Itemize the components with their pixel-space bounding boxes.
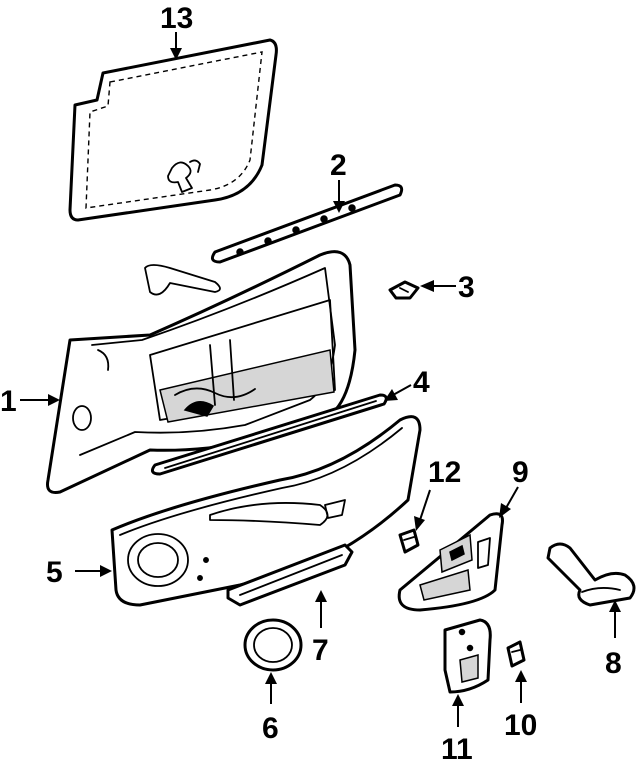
callout-1: 1 bbox=[0, 385, 17, 418]
part-11-bracket bbox=[443, 618, 492, 694]
callout-8: 8 bbox=[605, 647, 622, 680]
callout-10: 10 bbox=[504, 709, 537, 742]
part-2-belt-molding bbox=[210, 183, 404, 264]
callout-12: 12 bbox=[428, 456, 461, 489]
callout-13: 13 bbox=[160, 2, 193, 35]
part-13-water-deflector bbox=[68, 38, 278, 222]
callout-11: 11 bbox=[441, 733, 473, 762]
part-4-seal-strip bbox=[150, 393, 388, 476]
callout-6: 6 bbox=[262, 712, 279, 745]
part-9-switch-bezel bbox=[397, 512, 504, 612]
part-3-clip bbox=[388, 280, 420, 300]
part-5-lower-trim-panel bbox=[110, 415, 422, 607]
leader-lines bbox=[20, 32, 621, 727]
callout-5: 5 bbox=[46, 556, 63, 589]
part-12-insert bbox=[398, 528, 420, 554]
part-10-clip bbox=[506, 640, 526, 668]
part-7-storage-pocket bbox=[226, 543, 354, 607]
callout-4: 4 bbox=[413, 366, 430, 399]
part-8-pull-handle bbox=[546, 542, 636, 607]
callout-2: 2 bbox=[330, 149, 347, 182]
callout-7: 7 bbox=[312, 634, 329, 667]
callout-numbers: 13 2 3 4 1 12 9 5 7 8 6 10 11 bbox=[0, 2, 622, 762]
part-6-speaker-grille bbox=[243, 618, 303, 672]
callout-3: 3 bbox=[458, 271, 475, 304]
callout-9: 9 bbox=[512, 456, 529, 489]
